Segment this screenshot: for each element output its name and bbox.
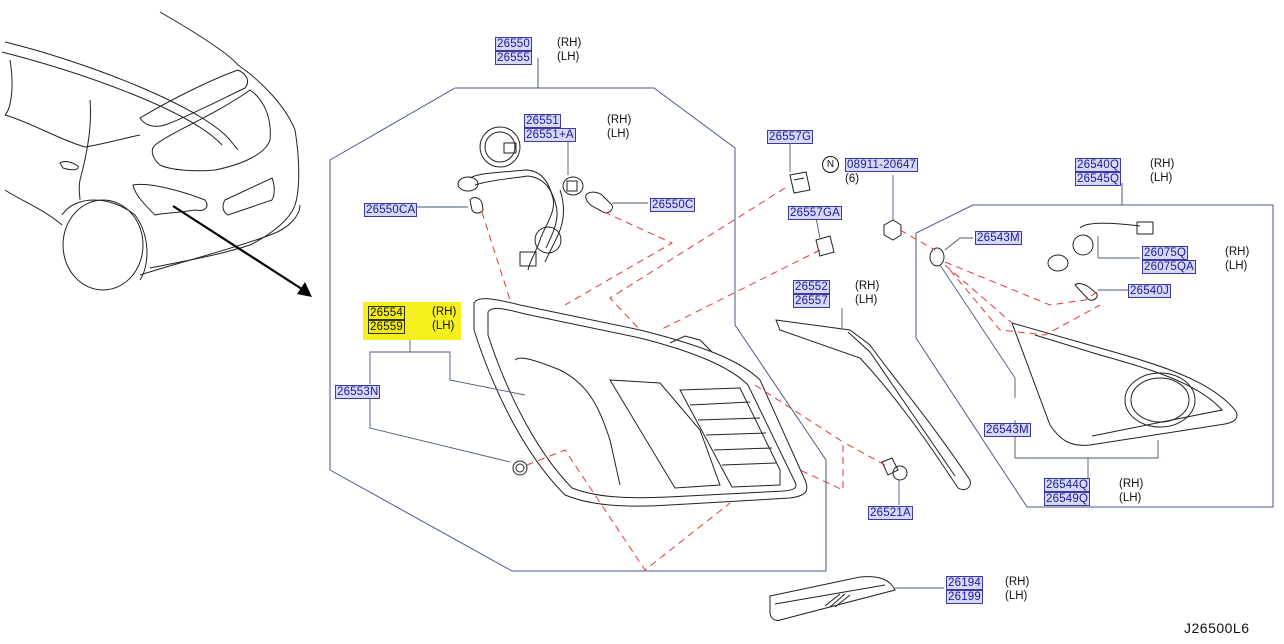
- part-number-inner-lamp-rh[interactable]: 26540Q: [1075, 158, 1122, 172]
- part-number-socket-harness-lh[interactable]: 26551+A: [524, 128, 576, 142]
- side-label-lh: (LH): [607, 128, 630, 140]
- side-label-rh: (RH): [1119, 478, 1144, 490]
- side-label-rh: (RH): [557, 37, 582, 49]
- part-number-reflector-lh[interactable]: 26199: [946, 590, 983, 604]
- part-number-seal-top[interactable]: 26543M: [975, 231, 1022, 245]
- bulb-large-drawing: [585, 191, 613, 214]
- side-label-rh: (RH): [432, 306, 457, 318]
- part-number-inner-lamp-lh[interactable]: 26545Q: [1075, 172, 1122, 186]
- part-number-clip-g[interactable]: 26557G: [767, 130, 814, 144]
- lamp-body-drawing: [473, 298, 808, 507]
- inner-socket-drawing: [1047, 221, 1154, 272]
- side-label-lh: (LH): [855, 294, 878, 306]
- nut-symbol-icon: N: [822, 156, 839, 173]
- part-number-inner-bulb[interactable]: 26540J: [1128, 284, 1171, 298]
- diagram-code: J26500L6: [1184, 620, 1250, 636]
- side-label-rh: (RH): [1150, 158, 1175, 170]
- part-number-inner-socket-lh[interactable]: 26075QA: [1142, 260, 1196, 274]
- side-label-lh: (LH): [557, 51, 580, 63]
- part-number-grommet[interactable]: 26553N: [335, 385, 381, 399]
- side-label-rh: (RH): [607, 114, 632, 126]
- finisher-drawing: [775, 308, 971, 491]
- clip-g-drawing: [789, 171, 811, 194]
- grommet-drawing: [512, 460, 528, 476]
- part-number-seal-bottom[interactable]: 26543M: [984, 423, 1031, 437]
- inner-lens-drawing: [1011, 322, 1238, 446]
- side-label-lh: (LH): [432, 320, 455, 332]
- part-number-inner-lens-rh[interactable]: 26544Q: [1044, 478, 1091, 492]
- part-number-finisher-lh[interactable]: 26557: [793, 294, 830, 308]
- side-label-lh: (LH): [1119, 492, 1142, 504]
- assembly-frame-inner: [915, 183, 1274, 508]
- part-number-finisher-rh[interactable]: 26552: [793, 280, 830, 294]
- side-label-lh: (LH): [1005, 590, 1028, 602]
- socket-harness-drawing: [457, 126, 584, 271]
- side-label-lh: (LH): [1225, 260, 1248, 272]
- part-number-inner-lens-lh[interactable]: 26549Q: [1044, 492, 1091, 506]
- side-label-rh: (RH): [1225, 246, 1250, 258]
- side-label-rh: (RH): [1005, 576, 1030, 588]
- part-number-reflector-rh[interactable]: 26194: [946, 576, 983, 590]
- part-number-bulb-large[interactable]: 26550C: [650, 198, 696, 212]
- part-number-nut[interactable]: 08911-20647: [845, 158, 919, 172]
- part-number-socket-harness-rh[interactable]: 26551: [524, 114, 561, 128]
- clip-ga-drawing: [815, 235, 835, 257]
- part-number-combo-lamp-rh[interactable]: 26550: [495, 37, 532, 51]
- screw-drawing: [881, 457, 908, 505]
- pointer-arrow: [172, 205, 309, 294]
- seal-drawing: [929, 247, 945, 267]
- reflector-drawing: [769, 576, 944, 621]
- part-number-bulb-small[interactable]: 26550CA: [364, 203, 418, 217]
- part-number-inner-socket-rh[interactable]: 26075Q: [1142, 246, 1189, 260]
- part-number-combo-lamp-lh[interactable]: 26555: [495, 51, 532, 65]
- vehicle-illustration: [1, 11, 301, 291]
- arrow-head-icon: [297, 282, 312, 297]
- explode-lines: [481, 187, 1101, 571]
- part-number-lens-body-rh[interactable]: 26554: [368, 306, 405, 320]
- part-number-clip-ga[interactable]: 26557GA: [788, 206, 842, 220]
- side-label-lh: (LH): [1150, 172, 1173, 184]
- part-number-lens-body-lh[interactable]: 26559: [368, 320, 405, 334]
- side-label-rh: (RH): [855, 280, 880, 292]
- part-number-screw[interactable]: 26521A: [868, 506, 913, 520]
- bulb-small-drawing: [469, 197, 484, 214]
- nut-drawing: [883, 219, 902, 241]
- assembly-frame-main: [329, 58, 827, 572]
- nut-quantity: (6): [845, 173, 860, 185]
- inner-bulb-drawing: [1074, 283, 1098, 301]
